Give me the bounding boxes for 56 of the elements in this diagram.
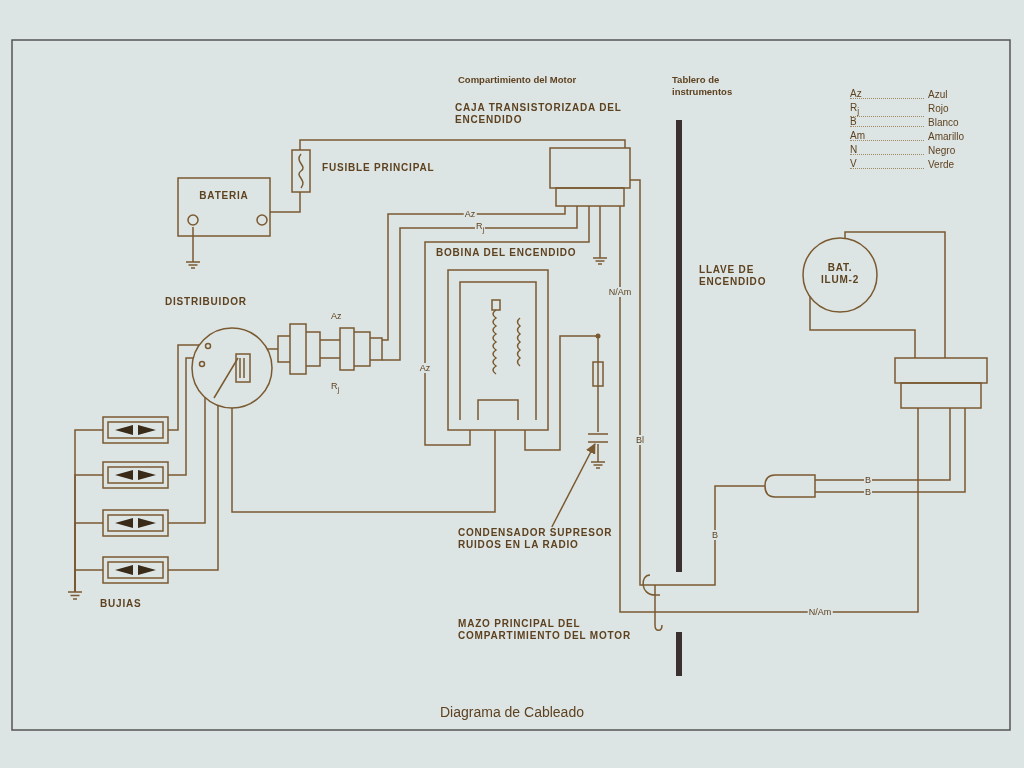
wire xyxy=(524,335,599,451)
wire xyxy=(74,569,104,593)
wire-code-label: B xyxy=(864,487,872,497)
component-label: BOBINA DEL ENCENDIDO xyxy=(436,247,578,259)
wire xyxy=(381,205,578,361)
wire xyxy=(814,407,951,481)
component-label: BATERIA xyxy=(198,190,250,202)
legend-text: Azul xyxy=(928,89,949,101)
wire xyxy=(167,357,194,476)
legend-text: Az xyxy=(850,89,924,99)
wire xyxy=(231,407,496,513)
legend-text: Verde xyxy=(928,159,956,171)
wire-code-label: Az xyxy=(463,209,477,219)
wire xyxy=(167,404,219,571)
wire xyxy=(167,396,206,524)
wire xyxy=(167,344,200,431)
component-label: DISTRIBUIDOR xyxy=(165,296,248,308)
wire xyxy=(269,191,301,213)
component-label: BAT. ILUM-2 xyxy=(819,262,861,286)
component-label: LLAVE DE ENCENDIDO xyxy=(699,264,768,288)
wire xyxy=(809,295,916,359)
wire xyxy=(844,231,946,359)
component-label: BUJIAS xyxy=(100,598,143,610)
wire-code-label: N/Am xyxy=(607,287,633,297)
wire xyxy=(381,205,566,341)
legend-text: Am xyxy=(850,131,924,141)
component-label: MAZO PRINCIPAL DEL COMPARTIMIENTO DEL MOTOR xyxy=(458,618,632,642)
wire xyxy=(266,348,279,350)
legend-text: Negro xyxy=(928,145,957,157)
section-label: Tablero de instrumentos xyxy=(672,74,734,98)
component-label: FUSIBLE PRINCIPAL xyxy=(322,162,436,174)
legend-text: N xyxy=(850,145,924,155)
legend-text: Rojo xyxy=(928,103,950,115)
legend-text: B xyxy=(850,117,924,127)
wire-code-label: B xyxy=(711,530,719,540)
legend-text: R$_{j}$ xyxy=(850,103,924,117)
legend-text: Amarillo xyxy=(928,131,966,143)
wire xyxy=(629,179,766,586)
wire-code-label: Az xyxy=(418,363,432,373)
section-label: Compartimiento del Motor xyxy=(458,74,578,86)
wire-code-label: B xyxy=(864,475,872,485)
wire xyxy=(814,407,966,493)
legend-text: Blanco xyxy=(928,117,960,129)
leader-line xyxy=(551,443,596,528)
caption: Diagrama de Cableado xyxy=(440,704,584,720)
wire xyxy=(424,205,590,446)
wire-code-label: Bl xyxy=(635,435,645,445)
component-label: CAJA TRANSISTORIZADA DEL ENCENDIDO xyxy=(455,102,623,126)
wire-code-label: R$_{j}$ xyxy=(474,221,486,235)
callout-text: CONDENSADOR SUPRESOR RUIDOS EN LA RADIO xyxy=(458,527,614,551)
wire xyxy=(619,205,919,613)
legend-text: V xyxy=(850,159,924,169)
wire-code-label: R$_{j}$ xyxy=(331,380,341,396)
wire xyxy=(299,139,626,151)
wire-code-label: Az xyxy=(331,310,343,322)
wire-code-label: N/Am xyxy=(807,607,833,617)
